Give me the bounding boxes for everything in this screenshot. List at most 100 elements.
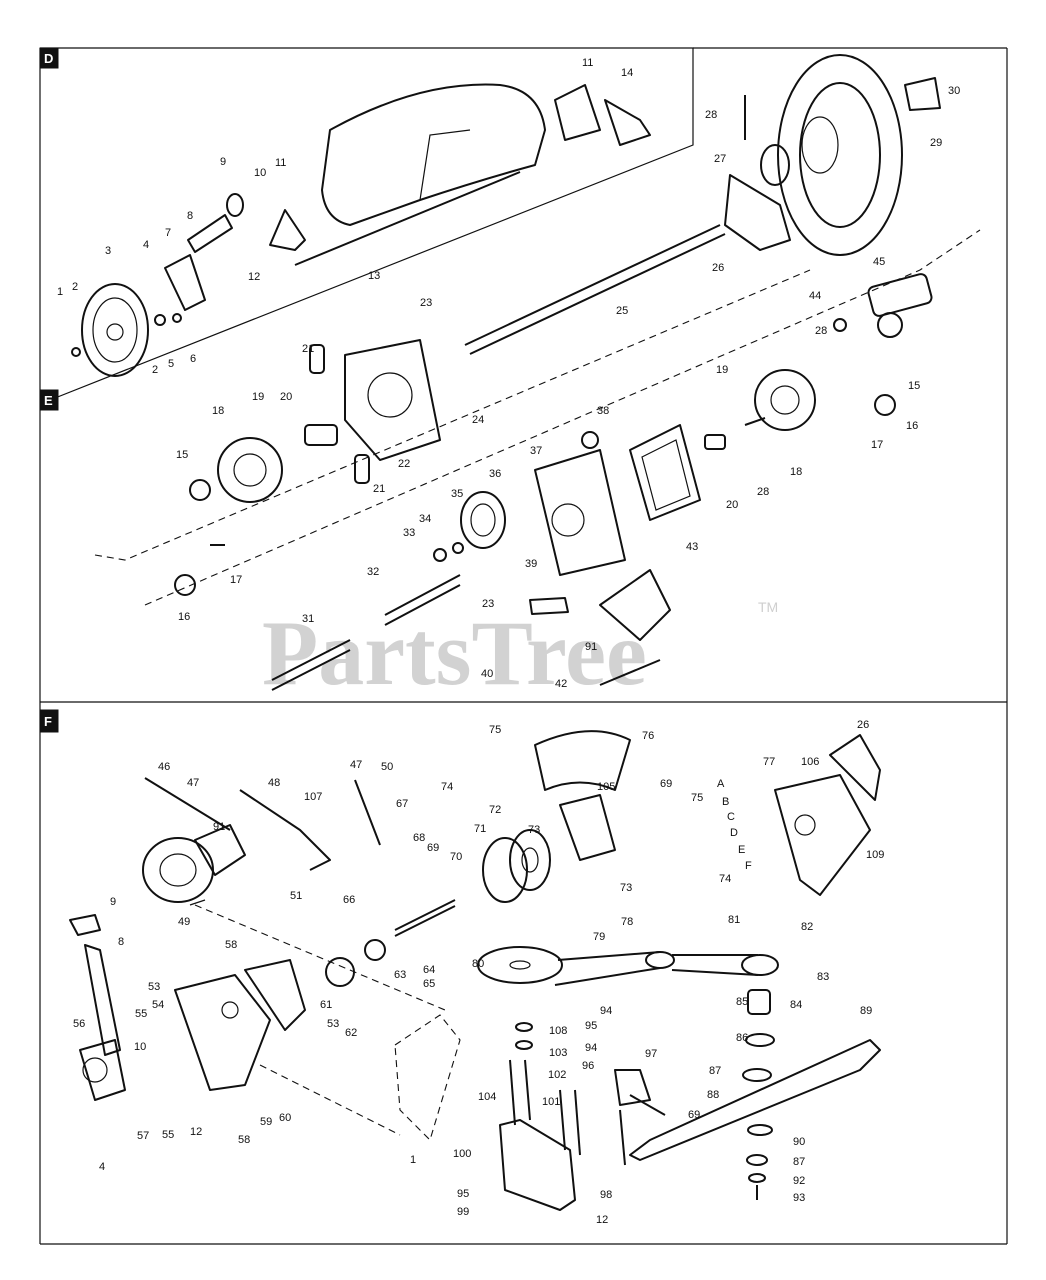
callout-label: 65 (423, 978, 435, 990)
callout-label: 37 (530, 445, 542, 457)
callout-label: 82 (801, 921, 813, 933)
callout-label: 92 (793, 1175, 805, 1187)
callout-label: 22 (398, 458, 410, 470)
callout-label: 2 (72, 281, 78, 293)
callout-label: 100 (453, 1148, 471, 1160)
callout-label: 25 (616, 305, 628, 317)
callout-label: 62 (345, 1027, 357, 1039)
callout-label: 87 (709, 1065, 721, 1077)
callout-label: 20 (726, 499, 738, 511)
svg-text:E: E (44, 393, 53, 408)
watermark-text: PartsTree (262, 602, 647, 704)
callout-label: 40 (481, 668, 493, 680)
svg-text:D: D (44, 51, 53, 66)
callout-label: 8 (187, 210, 193, 222)
callout-label: 19 (252, 391, 264, 403)
callout-label: 91 (213, 821, 225, 833)
callout-label: 21 (373, 483, 385, 495)
callout-label: 66 (343, 894, 355, 906)
callout-label: 53 (327, 1018, 339, 1030)
callout-label: 95 (457, 1188, 469, 1200)
callout-label: 73 (528, 824, 540, 836)
callout-label: 4 (99, 1161, 105, 1173)
callout-label: 43 (686, 541, 698, 553)
callout-label: 109 (866, 849, 884, 861)
callout-label: 74 (719, 873, 731, 885)
callout-label: C (727, 811, 735, 823)
callout-label: 58 (225, 939, 237, 951)
callout-label: 8 (118, 936, 124, 948)
callout-label: 32 (367, 566, 379, 578)
callout-label: 11 (275, 157, 286, 169)
callout-label: 48 (268, 777, 280, 789)
callout-label: 5 (168, 358, 174, 370)
svg-text:F: F (44, 714, 52, 729)
section-tag-e: E (39, 389, 59, 411)
callout-label: 47 (187, 777, 199, 789)
callout-label: 67 (396, 798, 408, 810)
callout-label: 64 (423, 964, 435, 976)
callout-label: 69 (427, 842, 439, 854)
callout-label: 9 (110, 896, 116, 908)
callout-label: 107 (304, 791, 322, 803)
callout-label: 60 (279, 1112, 291, 1124)
callout-label: 17 (230, 574, 242, 586)
panel-frames (39, 47, 1008, 1245)
callout-label: 94 (585, 1042, 597, 1054)
callout-label: 53 (148, 981, 160, 993)
callout-label: 24 (472, 414, 484, 426)
callout-label: 85 (736, 996, 748, 1008)
callout-label: 17 (871, 439, 883, 451)
callout-label: 12 (596, 1214, 608, 1226)
callout-label: 73 (620, 882, 632, 894)
callout-label: 83 (817, 971, 829, 983)
callout-label: 103 (549, 1047, 567, 1059)
callout-label: 56 (73, 1018, 85, 1030)
callout-label: 30 (948, 85, 960, 97)
callout-label: 69 (688, 1109, 700, 1121)
callout-label: 34 (419, 513, 431, 525)
callout-label: 44 (809, 290, 821, 302)
callout-label: 35 (451, 488, 463, 500)
callout-label: 4 (143, 239, 149, 251)
callout-label: 19 (716, 364, 728, 376)
callout-label: 39 (525, 558, 537, 570)
callout-label: 33 (403, 527, 415, 539)
callout-label: 90 (793, 1136, 805, 1148)
callout-label: 10 (254, 167, 266, 179)
callout-label: 76 (642, 730, 654, 742)
callout-label: 55 (135, 1008, 147, 1020)
callout-label: 58 (238, 1134, 250, 1146)
callout-label: 28 (757, 486, 769, 498)
callout-label: 101 (542, 1096, 560, 1108)
callout-label: 21 (302, 343, 314, 355)
callout-label: 2 (152, 364, 158, 376)
callout-label: 74 (441, 781, 453, 793)
callout-label: 91 (585, 641, 597, 653)
callout-label: 79 (593, 931, 605, 943)
callouts-panel-f: 46 47 91 49 9 8 56 10 4 55 53 54 57 55 1… (73, 719, 884, 1226)
callout-label: 15 (908, 380, 920, 392)
callout-label: 98 (600, 1189, 612, 1201)
callout-label: 18 (790, 466, 802, 478)
callout-label: 23 (420, 297, 432, 309)
callout-label: 54 (152, 999, 164, 1011)
callout-label: F (745, 860, 752, 872)
callout-label: 59 (260, 1116, 272, 1128)
callout-label: 29 (930, 137, 942, 149)
callout-label: 28 (705, 109, 717, 121)
callout-label: 26 (712, 262, 724, 274)
callout-label: 75 (691, 792, 703, 804)
callout-label: 108 (549, 1025, 567, 1037)
panel-f-artwork (69, 730, 881, 1211)
callout-label: 23 (482, 598, 494, 610)
callout-label: 28 (815, 325, 827, 337)
callout-label: 97 (645, 1048, 657, 1060)
section-tag-f: F (39, 709, 59, 733)
callout-label: 49 (178, 916, 190, 928)
callout-label: 75 (489, 724, 501, 736)
callout-label: 31 (302, 613, 314, 625)
callout-label: 71 (474, 823, 486, 835)
callout-label: 69 (660, 778, 672, 790)
